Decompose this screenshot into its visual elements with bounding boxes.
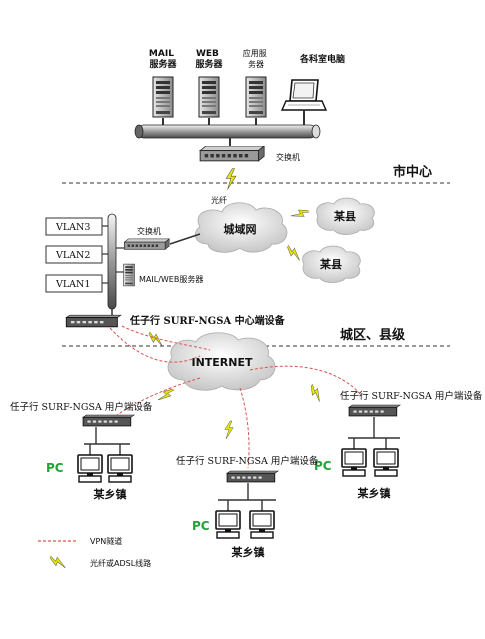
pc-icon (215, 510, 241, 539)
user-device-left-label: 任子行 SURF-NGSA 用户端设备 (10, 401, 153, 413)
app-server-icon (245, 76, 267, 118)
zone-label-city-center: 市中心 (393, 164, 432, 180)
county-a-label: 某县 (333, 209, 356, 223)
core-switch-icon (199, 146, 265, 162)
city-network-label: 城域网 (224, 222, 257, 236)
mail-web-server-label: MAIL/WEB服务器 (139, 274, 203, 284)
fiber-link-icon (225, 168, 237, 190)
center-device-icon (65, 314, 122, 328)
mail-server-label: MAIL 服务器 (149, 49, 178, 70)
fiber-label: 光纤 (211, 195, 227, 205)
link-bolt-county-b (283, 244, 305, 262)
client-site-right: 任子行 SURF-NGSA 用户端设备 PC 某乡镇 (314, 390, 483, 500)
user-device-mid-label: 任子行 SURF-NGSA 用户端设备 (176, 455, 319, 467)
mail-server-label-l2: 服务器 (149, 58, 177, 70)
user-device-right-label: 任子行 SURF-NGSA 用户端设备 (340, 390, 483, 402)
legend: VPN隧道 光纤或ADSL线路 (38, 536, 151, 570)
user-device-left-icon (82, 414, 135, 427)
app-server-label: 应用服 务器 (243, 48, 270, 69)
app-server-label-l2: 务器 (248, 59, 264, 69)
mail-server-icon (152, 76, 174, 118)
town-left-label: 某乡镇 (93, 487, 127, 501)
pc-icon (341, 448, 367, 477)
link-bolt-county-a (289, 205, 311, 223)
legend-vpn-label: VPN隧道 (90, 536, 122, 546)
pc-label-right: PC (314, 459, 332, 473)
town-right-label: 某乡镇 (357, 486, 391, 500)
backbone-bus (134, 124, 321, 139)
link-bolt-center (145, 330, 167, 348)
mail-server-label-l1: MAIL (149, 49, 174, 59)
county-b-label: 某县 (319, 257, 342, 271)
link-bolt-left (156, 385, 176, 405)
town-mid-label: 某乡镇 (231, 545, 265, 559)
vlan-group: VLAN3 VLAN2 VLAN1 (45, 213, 126, 310)
pc-label-mid: PC (192, 519, 210, 533)
zone-label-district: 城区、县级 (340, 327, 406, 343)
top-server-group: MAIL 服务器 WEB 服务器 应用服 务器 各科室电脑 (134, 48, 345, 148)
user-device-right-icon (348, 404, 401, 417)
pc-icon (77, 454, 103, 483)
web-server-label-l2: 服务器 (195, 58, 223, 70)
user-device-mid-icon (226, 470, 279, 483)
access-switch-icon (123, 238, 170, 250)
pc-icon (249, 510, 275, 539)
core-switch-label: 交换机 (276, 152, 300, 162)
legend-link-swatch (47, 554, 69, 570)
vlan2-label: VLAN2 (55, 250, 90, 261)
vlan-bus (107, 213, 117, 310)
internet-label: INTERNET (191, 356, 253, 369)
county-cloud-a: 某县 (316, 197, 375, 235)
city-network-cloud: 城域网 (194, 202, 288, 253)
laptop-icon (280, 79, 328, 111)
web-server-label: WEB 服务器 (195, 49, 223, 70)
link-bolt-right (306, 383, 326, 403)
client-site-left: 任子行 SURF-NGSA 用户端设备 PC 某乡镇 (10, 401, 153, 501)
mail-web-server-icon (123, 263, 135, 287)
web-server-icon (198, 76, 220, 118)
client-site-middle: 任子行 SURF-NGSA 用户端设备 PC 某乡镇 (176, 455, 319, 559)
app-server-label-l1: 应用服 (243, 48, 267, 58)
center-device-label: 任子行 SURF-NGSA 中心端设备 (129, 314, 286, 327)
legend-link-label: 光纤或ADSL线路 (90, 558, 151, 568)
vlan3-label: VLAN3 (55, 222, 90, 233)
access-switch-label: 交换机 (137, 226, 161, 236)
county-cloud-b: 某县 (302, 245, 361, 283)
internet-cloud: INTERNET (167, 332, 276, 391)
web-server-label-l1: WEB (196, 49, 219, 59)
vlan1-label: VLAN1 (55, 279, 90, 290)
pc-label-left: PC (46, 461, 64, 475)
pc-icon (107, 454, 133, 483)
link-bolt-mid (224, 420, 234, 440)
pc-icon (373, 448, 399, 477)
office-pc-label: 各科室电脑 (299, 53, 345, 65)
